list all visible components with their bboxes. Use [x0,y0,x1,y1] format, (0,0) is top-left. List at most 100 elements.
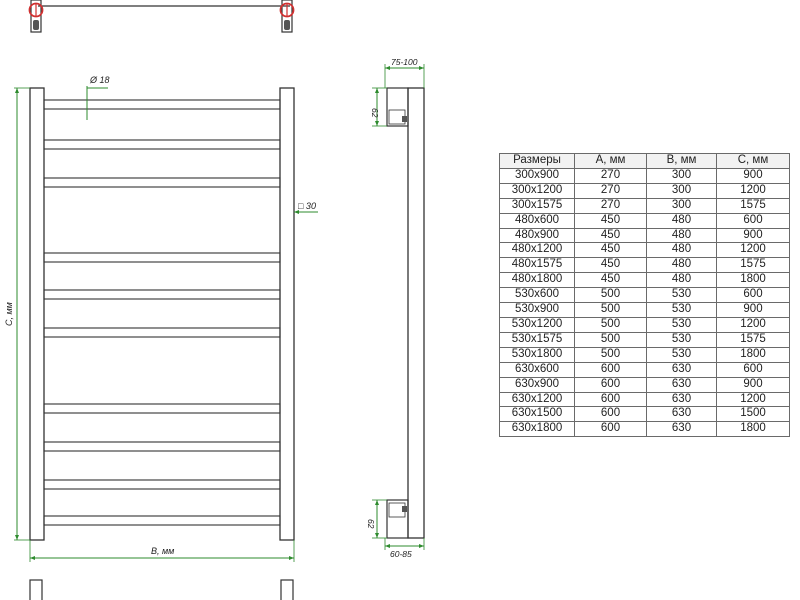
table-cell: 630x600 [499,361,575,378]
table-cell: 630x1800 [499,421,575,438]
table-cell: 1200 [716,316,790,333]
depth-top-dimension: 75-100 [384,57,425,88]
table-cell: 300x1575 [499,197,575,214]
depth-bottom-label: 60-85 [390,549,412,559]
table-cell: 1575 [716,331,790,348]
table-cell: 450 [574,212,647,229]
table-cell: 530 [646,331,717,348]
pipe-diameter-label: Ø 18 [89,75,110,85]
table-cell: 530x600 [499,287,575,304]
table-cell: 300x900 [499,167,575,184]
crossbar [43,289,281,300]
table-cell: 1575 [716,257,790,274]
header-size: Размеры [499,153,575,169]
pipe-diameter-dimension: Ø 18 [86,75,110,120]
crossbar [43,99,281,110]
height-dimension: С, мм [4,87,30,541]
table-cell: 480x900 [499,227,575,244]
bottom-bracket [386,499,409,539]
bracket-top-dimension: 62 [370,87,387,127]
table-cell: 900 [716,302,790,318]
table-cell: 1800 [716,346,790,363]
table-cell: 270 [574,197,647,214]
table-cell: 270 [574,182,647,199]
table-cell: 630x1200 [499,391,575,408]
depth-top-label: 75-100 [391,57,418,67]
table-cell: 1200 [716,182,790,199]
table-cell: 300 [646,182,717,199]
table-cell: 600 [574,406,647,423]
table-cell: 450 [574,227,647,244]
table-cell: 480 [646,272,717,289]
valve-icon-left [28,2,44,30]
side-upright [407,87,425,539]
table-cell: 480 [646,212,717,229]
width-dimension: В, мм [29,540,295,562]
crossbar [43,327,281,338]
crossbar [43,139,281,150]
table-cell: 450 [574,272,647,289]
header-a: А, мм [574,153,647,169]
bracket-bottom-label: 62 [366,519,376,529]
bracket-bottom-dimension: 62 [366,499,387,539]
table-cell: 530x1800 [499,346,575,363]
table-cell: 1200 [716,242,790,259]
crossbar [43,515,281,526]
table-cell: 300 [646,167,717,184]
side-view [386,87,425,539]
profile-label: □ 30 [298,201,316,211]
table-cell: 500 [574,331,647,348]
table-cell: 500 [574,346,647,363]
width-label: В, мм [151,546,174,556]
table-cell: 530x1200 [499,316,575,333]
table-cell: 600 [574,421,647,438]
table-cell: 480x1800 [499,272,575,289]
table-cell: 480 [646,242,717,259]
crossbars [43,99,281,526]
table-cell: 630 [646,391,717,408]
table-cell: 450 [574,242,647,259]
table-cell: 1800 [716,421,790,438]
table-cell: 500 [574,287,647,304]
table-cell: 530 [646,316,717,333]
table-cell: 530x1575 [499,331,575,348]
table-cell: 500 [574,302,647,318]
bottom-partial-view [29,579,294,600]
table-cell: 530x900 [499,302,575,318]
table-header-row: Размеры А, мм В, мм С, мм [499,153,790,169]
table-cell: 480x600 [499,212,575,229]
left-upright [29,87,45,541]
table-cell: 480 [646,227,717,244]
table-cell: 630x900 [499,376,575,393]
header-b: В, мм [646,153,717,169]
header-c: С, мм [716,153,790,169]
table-cell: 600 [716,212,790,229]
crossbar [43,441,281,452]
top-partial-view [28,0,295,33]
table-cell: 600 [574,361,647,378]
depth-bottom-dimension: 60-85 [384,538,425,559]
top-bracket [386,87,409,127]
table-cell: 630 [646,406,717,423]
front-view [29,87,295,541]
table-cell: 630 [646,376,717,393]
crossbar [43,403,281,414]
table-cell: 630x1500 [499,406,575,423]
crossbar [43,252,281,263]
table-cell: 480x1200 [499,242,575,259]
